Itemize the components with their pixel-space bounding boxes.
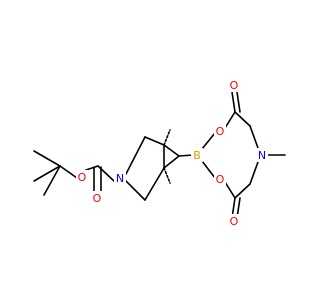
atom-oxygen-carbonyl-bottom: O	[228, 214, 240, 228]
molecule-diagram: O O N B O O O O N	[33, 78, 286, 228]
svg-text:O: O	[93, 192, 102, 205]
atom-oxygen-ring-bottom: O	[214, 172, 226, 186]
carbamate-group	[85, 165, 115, 194]
atom-nitrogen-ring: N	[114, 171, 126, 185]
svg-text:O: O	[216, 125, 225, 138]
atom-boron: B	[191, 148, 203, 162]
stereo-hash-bottom	[163, 167, 171, 184]
svg-text:B: B	[193, 149, 201, 162]
svg-text:N: N	[258, 149, 266, 162]
atom-oxygen-ring-top: O	[214, 124, 226, 138]
svg-text:O: O	[216, 173, 225, 186]
svg-text:O: O	[230, 215, 239, 228]
atom-nitrogen-methyl: N	[256, 148, 268, 162]
stereo-hash-top	[163, 129, 171, 146]
svg-text:N: N	[116, 172, 124, 185]
tert-butyl-group	[33, 150, 78, 196]
atom-oxygen-ester: O	[76, 170, 88, 184]
azabicyclohexane-ring	[125, 136, 180, 201]
atom-oxygen-carbonyl-top: O	[228, 78, 240, 92]
svg-text:O: O	[78, 171, 87, 184]
atom-oxygen-carbonyl: O	[91, 191, 103, 205]
svg-text:O: O	[230, 79, 239, 92]
